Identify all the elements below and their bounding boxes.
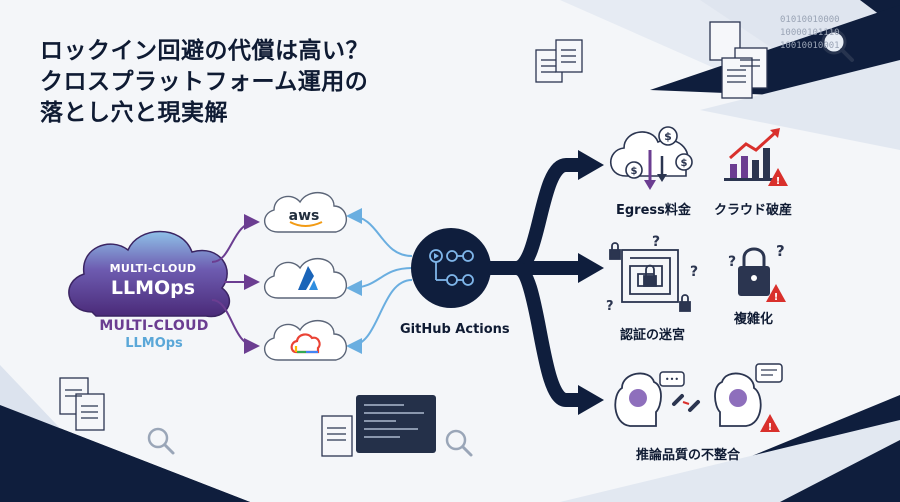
aws-logo-text: aws <box>289 208 320 224</box>
pitfall-arrowheads <box>578 150 604 415</box>
gcp-cloud <box>264 320 347 361</box>
hub-label-line-2: LLMOps <box>110 277 196 299</box>
binary-line-1: 01010010000 <box>780 15 840 25</box>
code-window-icon <box>356 395 436 453</box>
hub-caption: MULTI-CLOUD LLMOps <box>80 318 228 351</box>
hub-caption-line-2: LLMOps <box>125 336 183 351</box>
hub-to-provider-arrows <box>211 214 260 354</box>
svg-text:?: ? <box>606 299 614 314</box>
svg-text:?: ? <box>728 254 736 270</box>
magnifier-icon-bottom-left <box>147 427 175 455</box>
hub-caption-line-1: MULTI-CLOUD <box>99 318 209 334</box>
github-actions-node <box>411 228 491 308</box>
svg-text:•••: ••• <box>665 375 679 384</box>
inference-inconsistency-label: 推論品質の不整合 <box>636 448 741 463</box>
github-actions-label: GitHub Actions <box>400 322 510 337</box>
title-line-3: 落とし穴と現実解 <box>40 100 228 126</box>
magnifier-icon <box>821 29 854 62</box>
svg-text:!: ! <box>776 176 781 187</box>
hub-label-line-1: MULTI-CLOUD <box>109 262 197 275</box>
binary-line-3: 10010010001 <box>780 41 840 51</box>
svg-text:?: ? <box>652 234 660 250</box>
title-line-2: クロスプラットフォーム運用の <box>40 69 369 95</box>
svg-text:?: ? <box>690 264 698 280</box>
inference-inconsistency-icon: ••• ! <box>614 363 783 433</box>
svg-text:$: $ <box>664 130 672 143</box>
binary-line-2: 10000101110 <box>780 28 840 38</box>
cloud-bankruptcy-label: クラウド破産 <box>714 203 793 218</box>
auth-maze-label: 認証の迷宮 <box>620 328 686 343</box>
question-marks: ? ? ? ? ? <box>606 234 785 314</box>
cloud-bankruptcy-chart-icon: ! <box>724 128 788 187</box>
svg-text:!: ! <box>768 422 773 433</box>
page-title: ロックイン回避の代償は高い？ クロスプラットフォーム運用の 落とし穴と現実解 <box>40 36 369 129</box>
auth-maze-icon <box>609 242 691 312</box>
svg-text:$: $ <box>681 158 688 169</box>
aws-cloud <box>264 192 347 233</box>
egress-cost-icon: $ $ $ <box>610 126 693 190</box>
magnifier-icon-bottom-center <box>445 429 473 457</box>
hub-label: MULTI-CLOUD LLMOps <box>78 262 228 299</box>
complexity-lock-icon: ! <box>738 247 786 303</box>
complexity-label: 複雑化 <box>734 312 774 327</box>
binary-decoration: 01010010000 10000101110 10010010001 <box>780 14 840 53</box>
multi-cloud-hub <box>68 230 230 318</box>
svg-text:!: ! <box>774 292 779 303</box>
azure-cloud <box>264 258 347 299</box>
documents-icon <box>535 21 768 99</box>
svg-text:$: $ <box>631 166 638 177</box>
documents-icon-bottom <box>59 377 353 457</box>
title-line-1: ロックイン回避の代償は高い？ <box>40 38 369 64</box>
svg-text:?: ? <box>776 242 785 260</box>
pitfall-branch-arrows <box>490 158 580 407</box>
egress-label: Egress料金 <box>616 203 691 218</box>
ci-to-provider-arrows <box>346 208 413 354</box>
